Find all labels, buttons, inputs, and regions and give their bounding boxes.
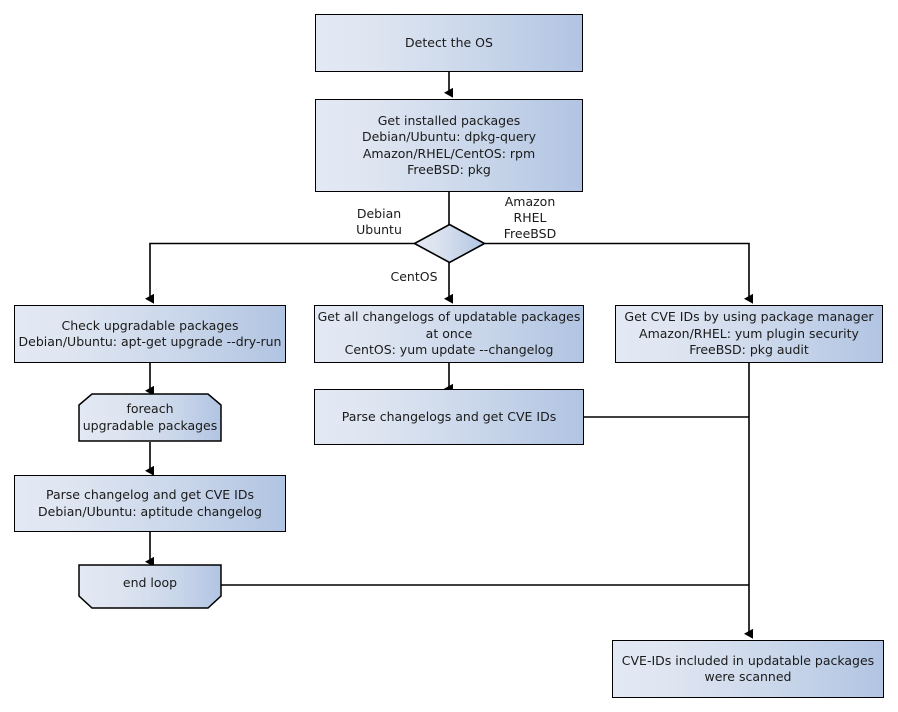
node-cve-ids-scanned-label: CVE-IDs included in updatable packages w… (621, 652, 875, 685)
node-get-cve-ids-package-manager[interactable]: Get CVE IDs by using package manager Ama… (615, 305, 883, 363)
node-parse-changelogs-get-cve-ids[interactable]: Parse changelogs and get CVE IDs (314, 389, 584, 445)
node-get-installed-packages-label: Get installed packages Debian/Ubuntu: dp… (361, 112, 537, 178)
node-cve-ids-scanned[interactable]: CVE-IDs included in updatable packages w… (612, 640, 884, 698)
node-foreach-upgradable-packages[interactable]: foreach upgradable packages (78, 393, 222, 442)
node-check-upgradable-packages[interactable]: Check upgradable packages Debian/Ubuntu:… (14, 305, 286, 363)
edge-decision-to-check-upgradable (145, 242, 415, 304)
node-parse-changelog-get-cve-ids-label: Parse changelog and get CVE IDs Debian/U… (38, 487, 262, 519)
node-parse-changelog-get-cve-ids[interactable]: Parse changelog and get CVE IDs Debian/U… (14, 475, 286, 532)
edge-decision-to-get-cve-ids (485, 242, 753, 304)
node-os-decision[interactable] (412, 223, 487, 264)
node-end-loop[interactable]: end loop (78, 564, 222, 609)
node-check-upgradable-packages-label: Check upgradable packages Debian/Ubuntu:… (18, 317, 282, 350)
node-parse-changelogs-get-cve-ids-label: Parse changelogs and get CVE IDs (341, 408, 557, 424)
node-detect-os[interactable]: Detect the OS (315, 14, 583, 72)
node-detect-os-label: Detect the OS (405, 34, 493, 50)
node-get-all-changelogs[interactable]: Get all changelogs of updatable packages… (314, 305, 584, 363)
node-get-installed-packages[interactable]: Get installed packages Debian/Ubuntu: dp… (315, 99, 583, 192)
node-foreach-upgradable-packages-label: foreach upgradable packages (82, 401, 218, 433)
edge-label-debian-ubuntu: Debian Ubuntu (356, 206, 402, 237)
node-end-loop-label: end loop (122, 574, 178, 590)
node-get-cve-ids-package-manager-label: Get CVE IDs by using package manager Ama… (624, 309, 874, 358)
node-get-all-changelogs-label: Get all changelogs of updatable packages… (317, 309, 581, 358)
edge-label-amazon-rhel-freebsd: Amazon RHEL FreeBSD (503, 194, 557, 241)
edge-label-centos: CentOS (390, 269, 438, 284)
